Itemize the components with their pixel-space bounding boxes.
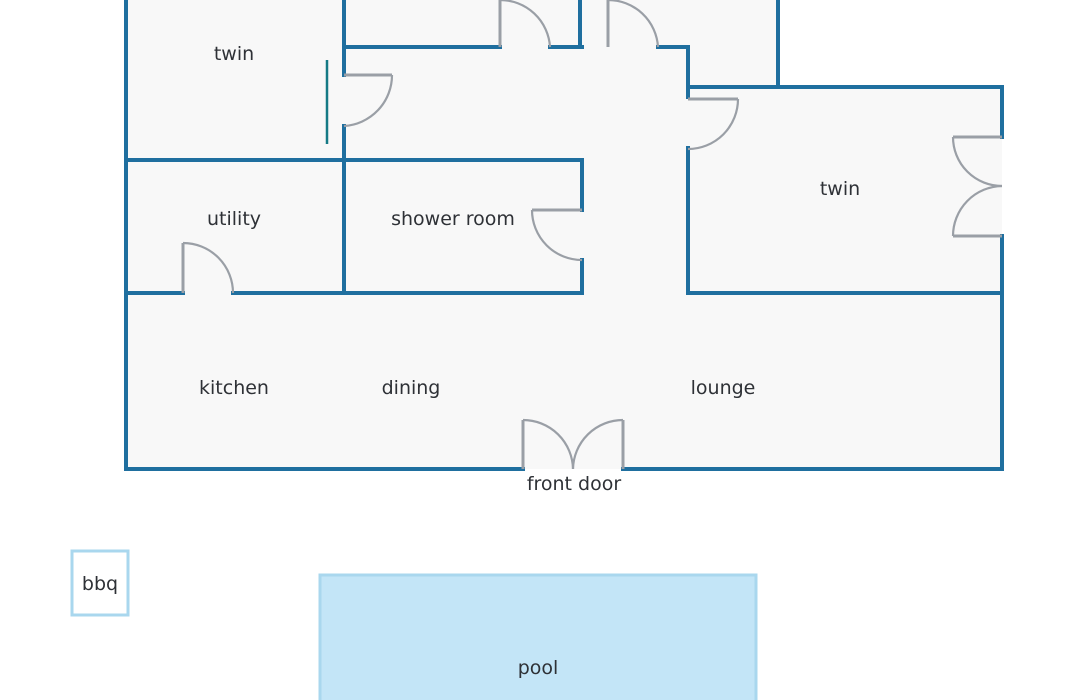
door-top-left xyxy=(498,0,552,48)
door-shower-room xyxy=(530,208,583,262)
label-front-door: front door xyxy=(527,473,622,495)
door-utility xyxy=(181,241,235,294)
label-kitchen: kitchen xyxy=(199,377,269,399)
door-top-right xyxy=(606,0,660,48)
label-shower-room: shower room xyxy=(391,208,515,230)
label-dining: dining xyxy=(382,377,441,399)
walls xyxy=(124,0,1004,471)
label-bbq: bbq xyxy=(82,573,118,595)
door-twin-right xyxy=(687,97,740,151)
bbq-area xyxy=(70,549,130,617)
doors xyxy=(181,0,1003,470)
door-front xyxy=(521,418,625,470)
door-twin-right-exterior xyxy=(951,135,1003,238)
pool-area xyxy=(318,573,758,700)
door-twin-left xyxy=(343,73,394,128)
label-utility: utility xyxy=(207,208,261,230)
label-twin-right: twin xyxy=(820,178,860,200)
label-twin-left: twin xyxy=(214,43,254,65)
label-pool: pool xyxy=(518,657,559,679)
label-lounge: lounge xyxy=(691,377,756,399)
